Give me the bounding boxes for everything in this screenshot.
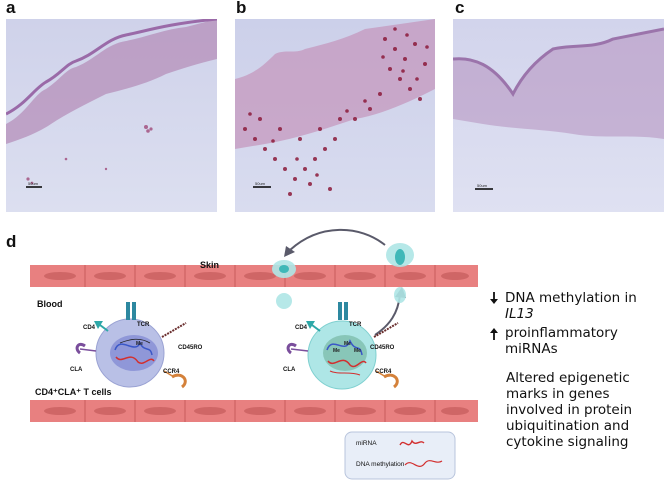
panel-c-micrograph: 50um [453,19,664,212]
legend-box [344,431,456,480]
migrating-cell-right [386,243,414,303]
finding-mirna-line1: proinflammatory [505,325,618,341]
finding-epigenetic: Altered epigenetic marks in genes involv… [506,370,632,450]
cd4-label-right: CD4 [295,325,308,331]
cla-label-left: CLA [70,367,83,373]
tcr-label-left: TCR [137,322,150,328]
migration-arrow [289,228,386,251]
panel-b-letter: b [236,0,247,17]
me-mark-right-2: Me [344,341,351,347]
blood-label: Blood [37,299,63,309]
tcr-label-right: TCR [349,322,362,328]
migration-arrowhead [284,246,295,257]
diagram-panel [30,228,478,480]
ccr4-label-right: CCR4 [375,369,392,375]
panel-a-micrograph: 50um [6,19,217,212]
finding-epigenetic-line1: Altered epigenetic [506,370,630,386]
cells-label: CD4⁺CLA⁺ T cells [35,387,112,397]
finding-epigenetic-line3: involved in protein [506,402,633,418]
panel-d-letter: d [6,232,17,251]
migrating-cell-left [272,260,296,309]
mirna-legend-icon [399,439,425,446]
t-cell-right [286,302,399,390]
finding-mirna-line2: miRNAs [505,341,558,357]
finding-epigenetic-line2: marks in genes [506,386,610,402]
panel-b-scale-label: 50um [255,181,266,186]
t-cell-left [75,302,187,389]
me-mark-right-3: Me [354,348,361,354]
legend-mirna-label: miRNA [356,440,377,447]
me-mark-left: Me [136,341,143,347]
cd45ro-label-left: CD45RO [178,345,203,351]
finding-il13: DNA methylation in IL13 [505,290,668,322]
top-vessel-wall [30,265,478,287]
panel-a-scale-label: 50um [28,181,39,186]
finding-mirna: proinflammatory miRNAs [505,325,618,357]
bottom-vessel-wall [30,400,478,422]
cd45ro-label-right: CD45RO [370,345,395,351]
panel-a-letter: a [6,0,16,17]
panel-c-scale-label: 50um [477,183,488,188]
dna-methylation-legend-icon [404,460,443,467]
panel-c-letter: c [455,0,465,17]
cd4-label-left: CD4 [83,325,96,331]
panel-b-micrograph: 50um [235,19,435,212]
finding-epigenetic-line4: ubiquitination and [506,418,630,434]
legend-dna-methylation-label: DNA methylation [356,461,405,468]
up-arrow-icon [490,328,498,340]
me-mark-right-1: Me [333,348,340,354]
skin-label: Skin [200,260,220,270]
finding-il13-gene: IL13 [505,306,534,322]
finding-il13-prefix: DNA methylation in [505,290,637,306]
cla-label-right: CLA [283,367,296,373]
down-arrow-icon [490,292,498,304]
ccr4-label-left: CCR4 [163,369,180,375]
finding-epigenetic-line5: cytokine signaling [506,434,629,450]
